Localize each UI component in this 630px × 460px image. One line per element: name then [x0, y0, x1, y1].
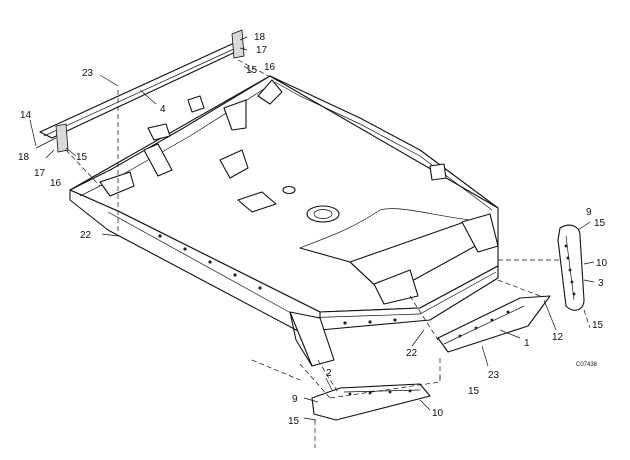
- callout-10-right: 10: [596, 258, 608, 269]
- callout-23-front: 23: [488, 370, 500, 381]
- callout-22-left: 22: [80, 230, 92, 241]
- callout-16-left: 16: [50, 178, 62, 189]
- callout-3: 3: [598, 278, 604, 289]
- callout-23-left: 23: [82, 68, 94, 79]
- callout-1: 1: [524, 338, 530, 349]
- callout-22-front: 22: [406, 348, 418, 359]
- callout-18-left: 18: [18, 152, 30, 163]
- callout-14: 14: [20, 110, 32, 121]
- right-skid-3: [557, 224, 585, 311]
- callout-18-top: 18: [254, 32, 266, 43]
- callout-17-left: 17: [34, 168, 46, 179]
- callout-9-front: 9: [292, 394, 298, 405]
- callout-15-right: 15: [594, 218, 606, 229]
- callout-15-left: 15: [76, 152, 88, 163]
- callout-leaders: [29, 36, 595, 421]
- callout-17-top: 17: [256, 45, 268, 56]
- callout-16-top: 16: [264, 62, 276, 73]
- callout-4: 4: [160, 104, 166, 115]
- callout-15-top: 15: [246, 65, 258, 76]
- callout-15-bottom: 15: [288, 416, 300, 427]
- drawing-code: C07438: [576, 362, 598, 368]
- callout-15-front: 15: [468, 386, 480, 397]
- front-left-skid-2: [311, 383, 431, 421]
- callout-15-right-low: 15: [592, 320, 604, 331]
- rail-assembly-4: [35, 29, 245, 153]
- callout-10-front: 10: [432, 408, 444, 419]
- callout-12: 12: [552, 332, 564, 343]
- mower-deck: [69, 75, 499, 367]
- front-skid-1: [437, 295, 551, 353]
- assembly-guides: [65, 59, 591, 448]
- callout-2: 2: [326, 368, 332, 379]
- callout-9-right: 9: [586, 207, 592, 218]
- callout-labels: 18 17 23 15 16 4 14 18 15 17 16 22 9 15 …: [18, 32, 608, 427]
